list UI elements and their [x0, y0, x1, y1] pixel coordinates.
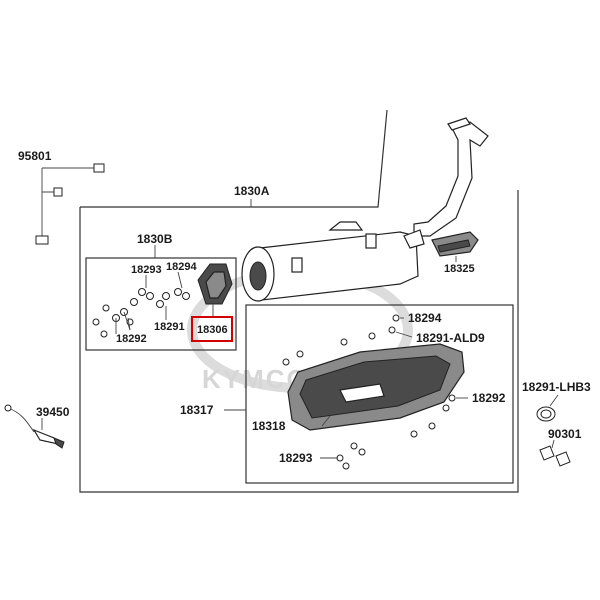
- muffler-body: [241, 221, 425, 302]
- label-18318: 18318: [252, 419, 286, 433]
- group-frame-1830A: [80, 109, 388, 208]
- label-39450: 39450: [36, 405, 70, 419]
- mounting-bolts-95801: [35, 163, 105, 245]
- group-frame-1830A-body: [79, 190, 519, 493]
- end-cap-18306: [197, 263, 233, 305]
- label-18292-right: 18292: [472, 391, 506, 405]
- label-18293-bottom: 18293: [279, 451, 313, 465]
- label-18292-left: 18292: [116, 333, 147, 345]
- label-90301: 90301: [548, 427, 582, 441]
- label-18317: 18317: [180, 403, 214, 417]
- lead-18294-top: [177, 271, 183, 289]
- cap-fasteners: [92, 288, 190, 338]
- label-18291-LHB3: 18291-LHB3: [522, 380, 591, 394]
- header-pipe: [413, 117, 489, 237]
- pipe-heat-guard: [431, 231, 479, 257]
- group-frame-1830B: [85, 257, 237, 351]
- shield-fasteners: [282, 314, 456, 470]
- gasket-18291-LHB3: [536, 406, 556, 422]
- heat-shield-18318: [287, 343, 465, 431]
- highlight-box-18306: [191, 316, 233, 342]
- lead-18292-left: [127, 317, 131, 331]
- label-18294-top: 18294: [166, 261, 197, 273]
- lead-18291-LHB3: [549, 394, 559, 407]
- nuts-90301: [539, 445, 571, 467]
- label-1830B: 1830B: [137, 232, 173, 246]
- label-18306: 18306: [197, 324, 228, 336]
- lead-90301: [551, 439, 555, 449]
- label-18294-right: 18294: [408, 311, 442, 325]
- lead-18291-ALD9: [395, 331, 413, 338]
- label-95801: 95801: [18, 149, 52, 163]
- o2-sensor-39450: [4, 404, 65, 449]
- lead-18318: [321, 415, 331, 427]
- label-18291-left: 18291: [154, 321, 185, 333]
- label-18291-ALD9: 18291-ALD9: [416, 331, 485, 345]
- label-18293-top: 18293: [131, 264, 162, 276]
- label-18325: 18325: [444, 263, 475, 275]
- group-frame-18317: [245, 304, 514, 484]
- label-1830A: 1830A: [234, 184, 270, 198]
